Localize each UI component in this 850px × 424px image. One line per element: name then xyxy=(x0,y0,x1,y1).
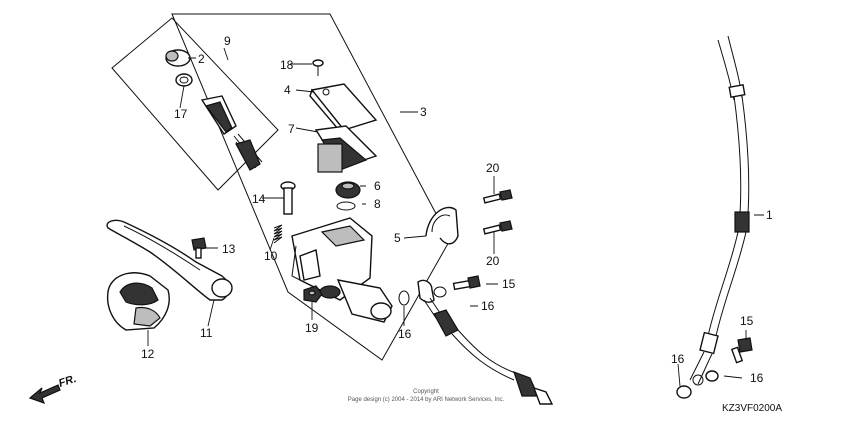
master-cylinder-box xyxy=(171,13,451,361)
callout-16-lower-right: 16 xyxy=(750,371,764,385)
oil-bolt-lower xyxy=(730,337,753,364)
callout-7: 7 xyxy=(288,122,295,136)
pivot-bolt xyxy=(280,181,296,215)
washer-16-mid xyxy=(433,286,447,298)
callout-5: 5 xyxy=(394,231,401,245)
copyright-title: Copyright xyxy=(413,389,439,395)
copyright-text: Page design (c) 2004 - 2014 by ARI Netwo… xyxy=(348,397,505,403)
washer-16-left xyxy=(398,290,410,306)
callout-8: 8 xyxy=(374,197,381,211)
piston-set-box xyxy=(111,17,279,191)
callout-16-upper: 16 xyxy=(481,299,495,313)
washer-16-lower-left xyxy=(692,374,704,386)
master-cylinder-body xyxy=(291,217,393,323)
callout-15-lower: 15 xyxy=(740,314,754,328)
return-spring xyxy=(273,224,283,244)
nut-19 xyxy=(303,285,323,303)
piston-boot xyxy=(165,49,191,67)
callout-16-left: 16 xyxy=(398,327,412,341)
callout-10: 10 xyxy=(264,249,278,263)
callout-1: 1 xyxy=(766,208,773,222)
callout-3: 3 xyxy=(420,105,427,119)
callout-12: 12 xyxy=(141,347,155,361)
callout-14: 14 xyxy=(252,192,266,206)
front-direction-label: FR. xyxy=(57,373,78,390)
callout-11: 11 xyxy=(200,326,213,340)
callout-20-upper: 20 xyxy=(486,161,500,175)
holder-bolt-lower xyxy=(482,220,513,235)
callout-17: 17 xyxy=(174,107,188,121)
washer-16-lower-right xyxy=(705,370,719,382)
oil-bolt-upper xyxy=(452,275,481,291)
lever-bolt xyxy=(191,237,207,259)
callout-9: 9 xyxy=(224,34,231,48)
holder-bolt-upper xyxy=(482,189,513,204)
hose-end-fitting xyxy=(676,385,692,399)
master-cylinder-holder xyxy=(425,206,459,245)
figure-code: KZ3VF0200A xyxy=(722,403,782,414)
callout-20-lower: 20 xyxy=(486,254,500,268)
brake-hose-upper xyxy=(417,279,554,405)
callout-15-upper: 15 xyxy=(502,277,516,291)
plate-6 xyxy=(335,181,361,199)
piston-spring-assembly xyxy=(200,95,263,171)
o-ring-8 xyxy=(336,201,356,211)
lever-cover xyxy=(106,272,170,331)
callout-6: 6 xyxy=(374,179,381,193)
callout-4: 4 xyxy=(284,83,291,97)
front-direction-arrow-icon xyxy=(28,384,61,405)
callout-18: 18 xyxy=(280,58,294,72)
brake-lever xyxy=(106,219,233,301)
callout-19: 19 xyxy=(305,321,319,335)
callout-13: 13 xyxy=(222,242,236,256)
screw-18 xyxy=(312,59,324,76)
circlip xyxy=(175,73,193,87)
diaphragm xyxy=(314,125,378,173)
callout-16-lower-left: 16 xyxy=(671,352,685,366)
callout-2: 2 xyxy=(198,52,205,66)
brake-hose-main xyxy=(689,35,750,385)
